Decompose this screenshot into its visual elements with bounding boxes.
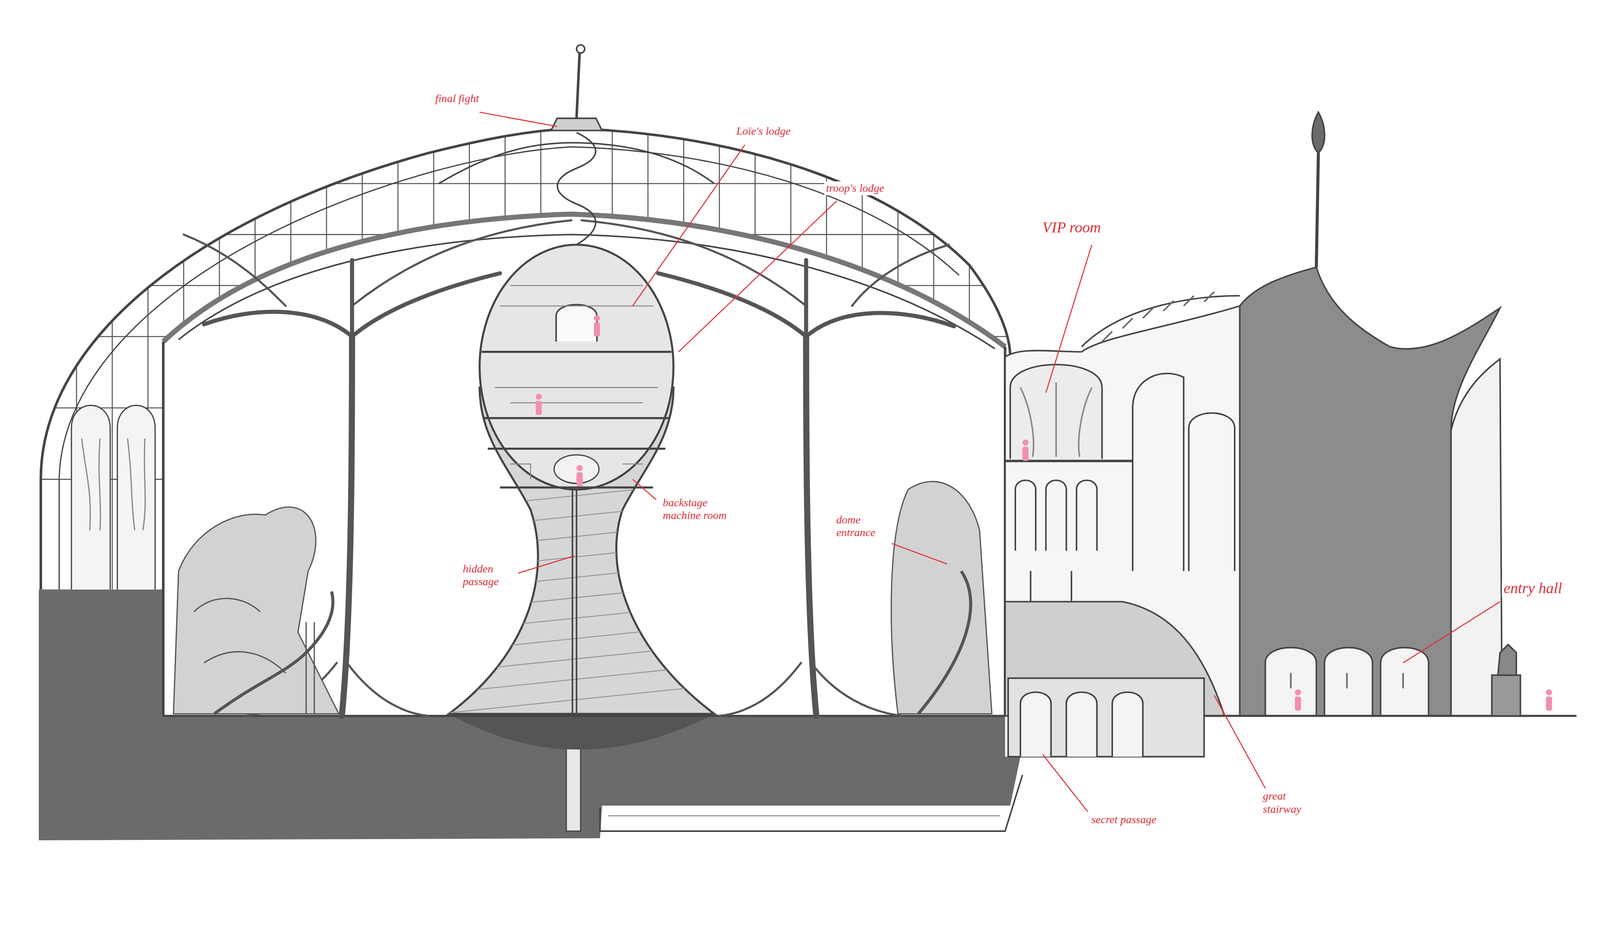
callout-label: troop's lodge [824, 181, 886, 196]
callout-label: dome entrance [834, 513, 892, 540]
central-pod [438, 45, 735, 715]
callout-label: Loïe's lodge [734, 124, 793, 138]
callout-label: great stairway [1261, 789, 1313, 816]
callout-label: entry hall [1501, 579, 1564, 598]
callout-label: final fight [433, 91, 481, 106]
callout-label: secret passage [1089, 813, 1159, 827]
figures [535, 315, 1552, 712]
side-windows [71, 405, 156, 590]
leader-lines [479, 112, 1501, 812]
callout-label: backstage machine room [661, 496, 741, 523]
entry-building [1203, 112, 1577, 716]
dome-frame [40, 128, 1011, 717]
callout-label: hidden passage [461, 562, 517, 589]
middle-building [1004, 291, 1240, 758]
glass-grid [30, 102, 1021, 613]
callout-label: VIP room [1040, 218, 1103, 237]
